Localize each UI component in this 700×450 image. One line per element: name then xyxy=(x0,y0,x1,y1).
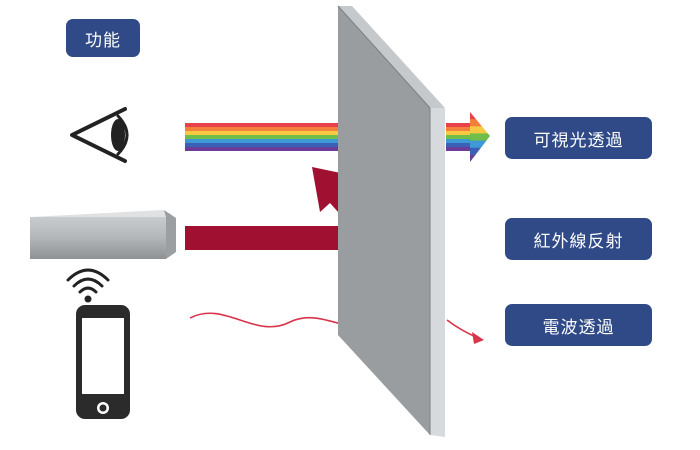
rainbow-band-out xyxy=(446,147,472,151)
rainbow-band xyxy=(185,135,393,139)
smartphone-icon xyxy=(76,305,130,419)
radio-wave-label: 電波透過 xyxy=(505,304,652,346)
rainbow-band xyxy=(185,139,393,143)
rainbow-band xyxy=(185,131,393,135)
glass-panel xyxy=(337,5,445,437)
infrared-sensor-icon xyxy=(30,210,176,259)
rainbow-band-out xyxy=(446,143,472,147)
rainbow-band-out xyxy=(446,135,472,139)
function-label: 功能 xyxy=(66,19,140,57)
visible-light-label: 可視光透過 xyxy=(505,117,652,159)
rainbow-band-out xyxy=(446,127,472,131)
rainbow-band-out xyxy=(446,131,472,135)
wifi-signal-icon xyxy=(66,268,110,303)
radio-wave-transmitted xyxy=(446,319,484,344)
visible-light-beam xyxy=(185,123,393,151)
rainbow-band xyxy=(185,143,393,147)
visible-light-transmitted-arrow xyxy=(446,112,490,162)
rainbow-band xyxy=(185,127,393,131)
rainbow-band-out xyxy=(446,123,472,127)
rainbow-band xyxy=(185,147,393,151)
eye-icon xyxy=(70,107,129,163)
rainbow-band-out xyxy=(446,139,472,143)
infrared-label: 紅外線反射 xyxy=(505,218,652,260)
rainbow-arrowhead xyxy=(470,112,490,162)
rainbow-band xyxy=(185,123,393,127)
